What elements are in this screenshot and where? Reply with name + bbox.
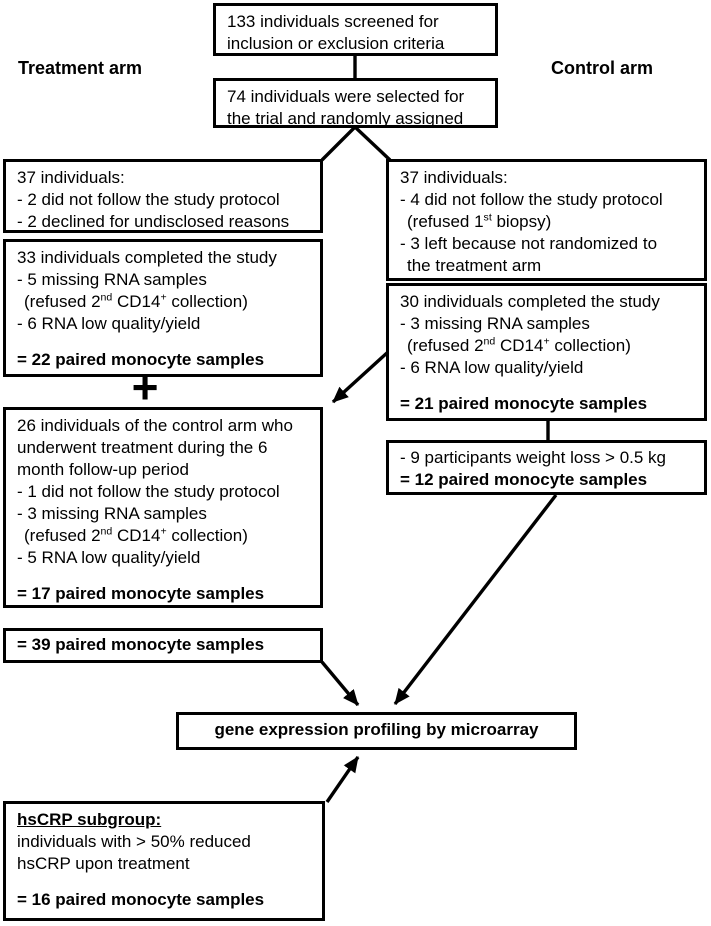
box-microarray: gene expression profiling by microarray: [176, 712, 577, 750]
result-line: = 22 paired monocyte samples: [17, 350, 265, 369]
text-line: - 2 declined for undisclosed reasons: [17, 212, 290, 231]
result-line: = 21 paired monocyte samples: [400, 394, 648, 413]
text-line: - 5 missing RNA samples: [17, 270, 207, 289]
arrow-total-to-microarray: [320, 660, 360, 707]
text-line: underwent treatment during the 6: [17, 438, 268, 457]
box-treatment-total: = 39 paired monocyte samples: [3, 628, 323, 663]
box-crossover: 26 individuals of the control arm who un…: [3, 407, 323, 608]
text-line: (refused 2nd CD14+ collection): [24, 291, 248, 311]
spacer: [17, 335, 311, 349]
text-line: - 3 left because not randomized to: [400, 234, 658, 253]
arrow-weightloss-to-microarray: [393, 493, 558, 706]
text-line: 37 individuals:: [400, 168, 508, 187]
box-treatment-completed: 33 individuals completed the study - 5 m…: [3, 239, 323, 377]
result-line: = 12 paired monocyte samples: [400, 470, 648, 489]
text-line: 133 individuals screened for: [227, 12, 439, 31]
text-line: 30 individuals completed the study: [400, 292, 660, 311]
treatment-arm-label: Treatment arm: [18, 58, 143, 78]
text-line: the trial and randomly assigned: [227, 109, 464, 128]
text-line: (refused 2nd CD14+ collection): [24, 525, 248, 545]
connector-fork-left: [320, 125, 357, 162]
control-arm-label: Control arm: [551, 58, 654, 78]
text-line: - 3 missing RNA samples: [17, 504, 207, 523]
result-line: = 17 paired monocyte samples: [17, 584, 265, 603]
box-treatment-dropout: 37 individuals: - 2 did not follow the s…: [3, 159, 323, 233]
text-line: individuals with > 50% reduced: [17, 832, 251, 851]
text-line: - 6 RNA low quality/yield: [17, 314, 201, 333]
subgroup-title: hsCRP subgroup:: [17, 810, 162, 829]
text-line: month follow-up period: [17, 460, 189, 479]
text-line: - 5 RNA low quality/yield: [17, 548, 201, 567]
result-line: = 39 paired monocyte samples: [17, 635, 265, 654]
text-line: - 1 did not follow the study protocol: [17, 482, 280, 501]
spacer: [17, 569, 311, 583]
text-line: the treatment arm: [407, 256, 542, 275]
box-screened: 133 individuals screened for inclusion o…: [213, 3, 498, 56]
text-line: hsCRP upon treatment: [17, 854, 190, 873]
text-line: 26 individuals of the control arm who: [17, 416, 293, 435]
box-hscrp-subgroup: hsCRP subgroup: individuals with > 50% r…: [3, 801, 325, 921]
text-line: (refused 2nd CD14+ collection): [407, 335, 631, 355]
text-line: - 6 RNA low quality/yield: [400, 358, 584, 377]
text-line: 37 individuals:: [17, 168, 125, 187]
arrow-hscrp-to-microarray: [325, 756, 360, 803]
text-line: - 4 did not follow the study protocol: [400, 190, 663, 209]
text-line: - 2 did not follow the study protocol: [17, 190, 280, 209]
connector-fork-right: [353, 125, 392, 162]
plus-sign: +: [131, 361, 159, 413]
box-randomized: 74 individuals were selected for the tri…: [213, 78, 498, 128]
text-line: inclusion or exclusion criteria: [227, 34, 445, 53]
text-line: - 9 participants weight loss > 0.5 kg: [400, 448, 666, 467]
result-line: gene expression profiling by microarray: [214, 720, 539, 739]
result-line: = 16 paired monocyte samples: [17, 890, 265, 909]
arrow-crossover: [331, 350, 390, 404]
box-control-weightloss: - 9 participants weight loss > 0.5 kg = …: [386, 440, 707, 495]
text-line: - 3 missing RNA samples: [400, 314, 590, 333]
spacer: [400, 379, 695, 393]
box-control-dropout: 37 individuals: - 4 did not follow the s…: [386, 159, 707, 281]
spacer: [17, 875, 313, 889]
text-line: (refused 1st biopsy): [407, 211, 552, 231]
box-control-completed: 30 individuals completed the study - 3 m…: [386, 283, 707, 421]
text-line: 74 individuals were selected for: [227, 87, 465, 106]
text-line: 33 individuals completed the study: [17, 248, 277, 267]
